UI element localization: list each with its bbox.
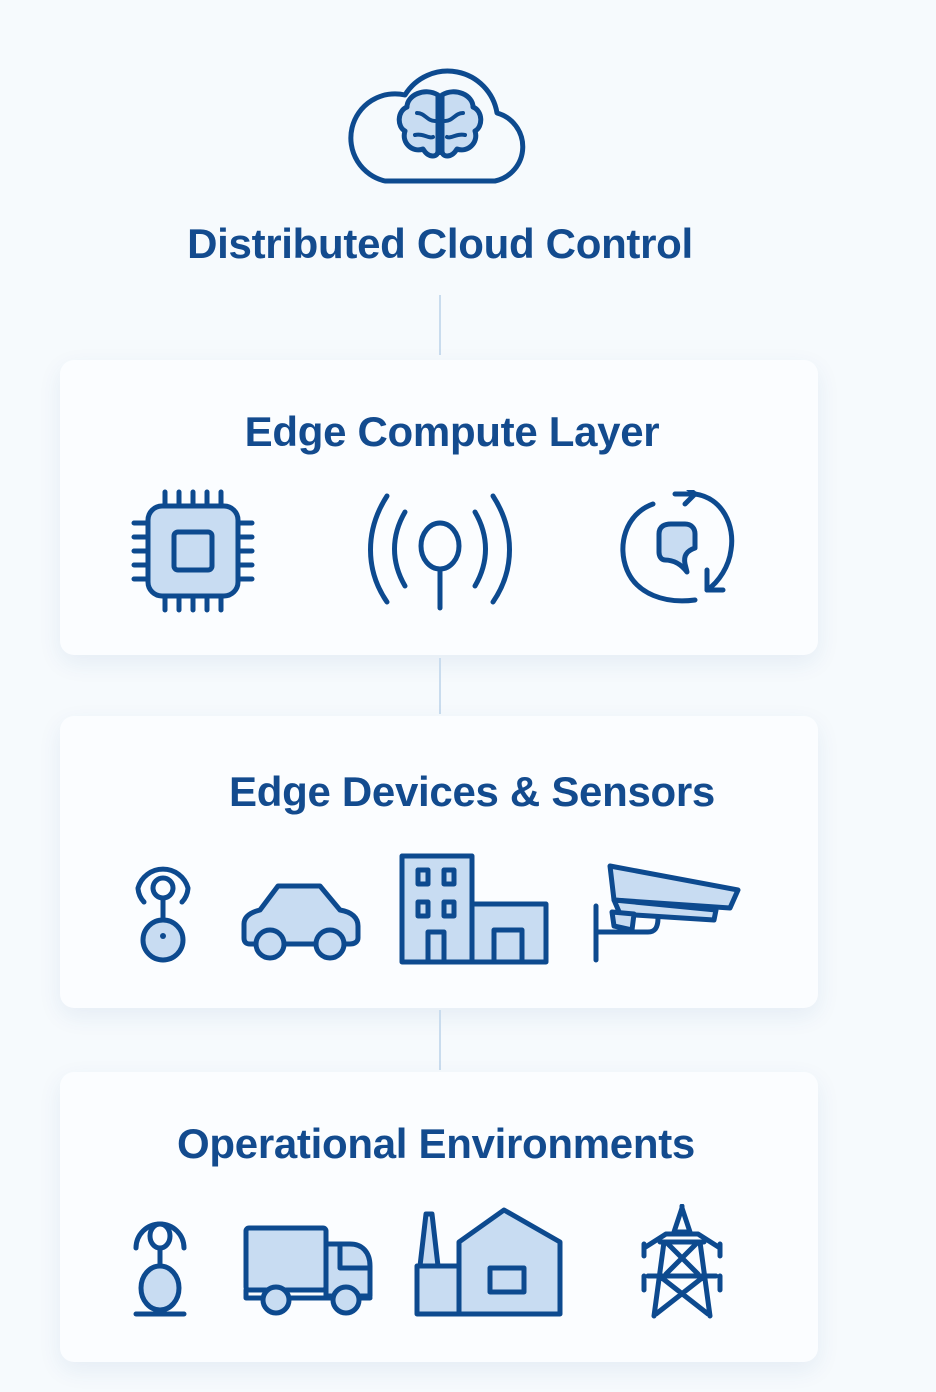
edge-compute-title: Edge Compute Layer: [244, 408, 660, 455]
processor-chip-icon: [131, 489, 255, 613]
operational-environments-title: Operational Environments: [177, 1120, 695, 1167]
connector-line: [439, 295, 441, 355]
power-tower-icon: [641, 1204, 723, 1319]
cloud-control-title: Distributed Cloud Control: [187, 220, 693, 267]
cloud-brain-icon: [348, 68, 526, 184]
security-camera-icon: [593, 863, 741, 963]
truck-icon: [243, 1225, 373, 1316]
factory-icon: [414, 1207, 563, 1317]
sync-data-icon: [620, 490, 735, 604]
connector-line: [439, 1010, 441, 1070]
connector-line: [439, 658, 441, 714]
sensor-node-icon: [133, 1221, 187, 1317]
car-icon: [241, 883, 361, 961]
sensor-beacon-icon: [135, 866, 191, 963]
building-icon: [399, 853, 549, 965]
antenna-signal-icon: [368, 493, 512, 611]
edge-devices-title: Edge Devices & Sensors: [229, 768, 715, 815]
